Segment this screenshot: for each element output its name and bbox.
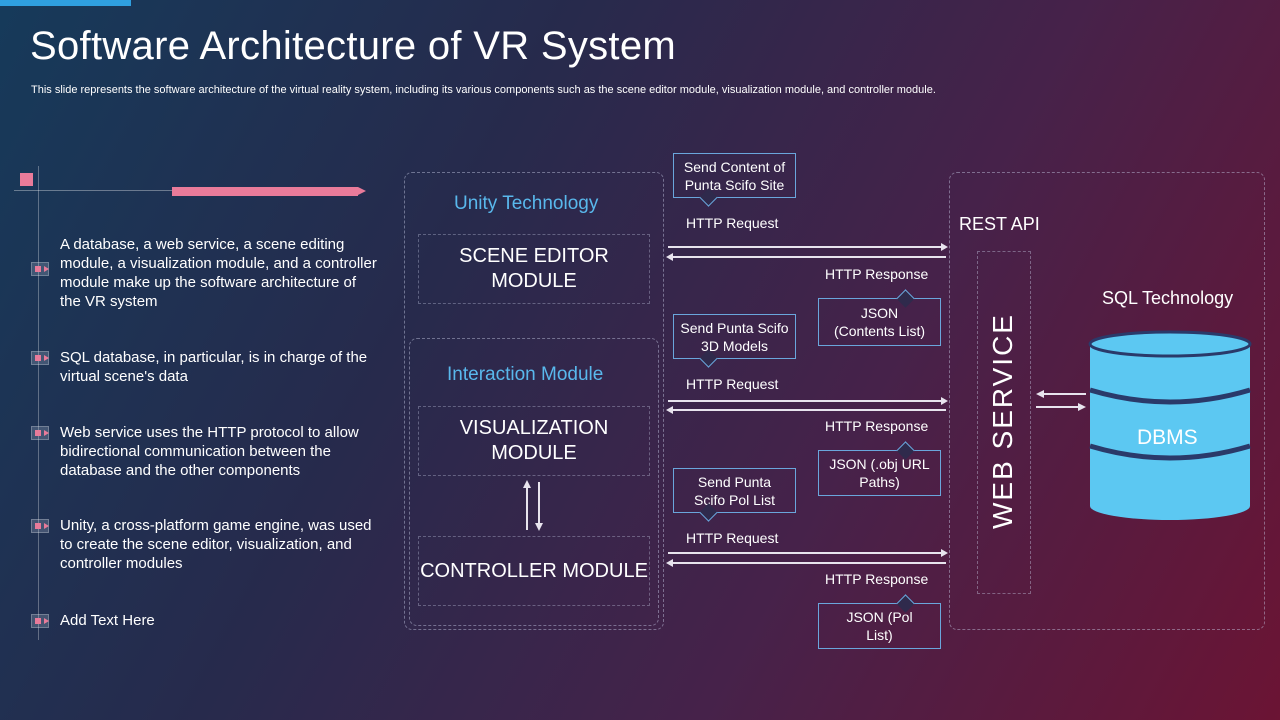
bullet-text-4: Unity, a cross-platform game engine, was… xyxy=(60,517,372,572)
pink-accent-bar xyxy=(172,187,366,196)
unity-technology-frame xyxy=(404,172,664,630)
response-arrow-3 xyxy=(666,559,946,567)
request-callout-2-text: Send Punta Scifo 3D Models xyxy=(680,319,789,354)
controller-module: CONTROLLER MODULE xyxy=(418,536,650,606)
top-accent-bar xyxy=(0,0,131,6)
response-callout-2-text: JSON (.obj URL Paths) xyxy=(829,456,930,490)
bullet-arrow-icon xyxy=(31,426,49,440)
page-subtitle: This slide represents the software archi… xyxy=(31,84,936,96)
http-request-label-3: HTTP Request xyxy=(686,530,779,546)
scene-editor-module: SCENE EDITOR MODULE xyxy=(418,234,650,304)
bullet-text-2: SQL database, in particular, is in charg… xyxy=(60,349,368,385)
page-title: Software Architecture of VR System xyxy=(30,24,677,68)
response-callout-1-text: JSON (Contents List) xyxy=(833,305,926,339)
request-callout-2: Send Punta Scifo 3D Models xyxy=(673,314,796,368)
request-callout-1-text: Send Content of Punta Scifo Site xyxy=(683,158,786,193)
request-callout-3: Send Punta Scifo Pol List xyxy=(673,468,796,522)
interaction-module-frame xyxy=(409,338,659,626)
bullet-text-1: A database, a web service, a scene editi… xyxy=(60,236,377,310)
response-callout-1: JSON (Contents List) xyxy=(818,289,941,346)
bullet-arrow-icon xyxy=(31,351,49,365)
bullet-text-5: Add Text Here xyxy=(60,612,155,629)
db-bidirectional-arrows xyxy=(1036,390,1086,411)
rest-api-label: REST API xyxy=(959,214,1040,234)
interaction-module-label: Interaction Module xyxy=(447,364,604,385)
bullet-text-3: Web service uses the HTTP protocol to al… xyxy=(60,424,359,479)
http-request-label-1: HTTP Request xyxy=(686,215,779,231)
http-response-label-1: HTTP Response xyxy=(825,266,929,282)
web-service-box xyxy=(977,251,1031,594)
bullet-arrow-icon xyxy=(31,519,49,533)
pink-square-marker xyxy=(20,173,33,186)
bullet-arrow-icon xyxy=(31,614,49,628)
left-vertical-rule xyxy=(38,166,39,640)
http-response-label-3: HTTP Response xyxy=(825,571,929,587)
sql-technology-label: SQL Technology xyxy=(1102,288,1234,308)
visualization-module: VISUALIZATION MODULE xyxy=(418,406,650,476)
response-callout-3: JSON (Pol List) xyxy=(818,594,941,649)
response-callout-2: JSON (.obj URL Paths) xyxy=(818,441,941,496)
request-callout-3-text: Send Punta Scifo Pol List xyxy=(694,473,775,508)
response-arrow-2 xyxy=(666,406,946,414)
rest-api-frame xyxy=(949,172,1265,630)
bullet-arrow-icon xyxy=(31,262,49,276)
unity-technology-label: Unity Technology xyxy=(454,193,599,214)
request-callout-1: Send Content of Punta Scifo Site xyxy=(673,153,796,207)
http-response-label-2: HTTP Response xyxy=(825,418,929,434)
web-service-label: WEB SERVICE xyxy=(987,313,1018,529)
request-arrow-3 xyxy=(668,549,948,557)
dbms-label: DBMS xyxy=(1137,426,1198,449)
request-arrow-1 xyxy=(668,243,948,251)
bidirectional-vertical-arrows xyxy=(523,480,543,531)
response-callout-3-text: JSON (Pol List) xyxy=(846,609,913,643)
database-cylinder-icon xyxy=(1088,330,1252,520)
left-horizontal-rule xyxy=(14,190,174,191)
request-arrow-2 xyxy=(668,397,948,405)
http-request-label-2: HTTP Request xyxy=(686,376,779,392)
response-arrow-1 xyxy=(666,253,946,261)
